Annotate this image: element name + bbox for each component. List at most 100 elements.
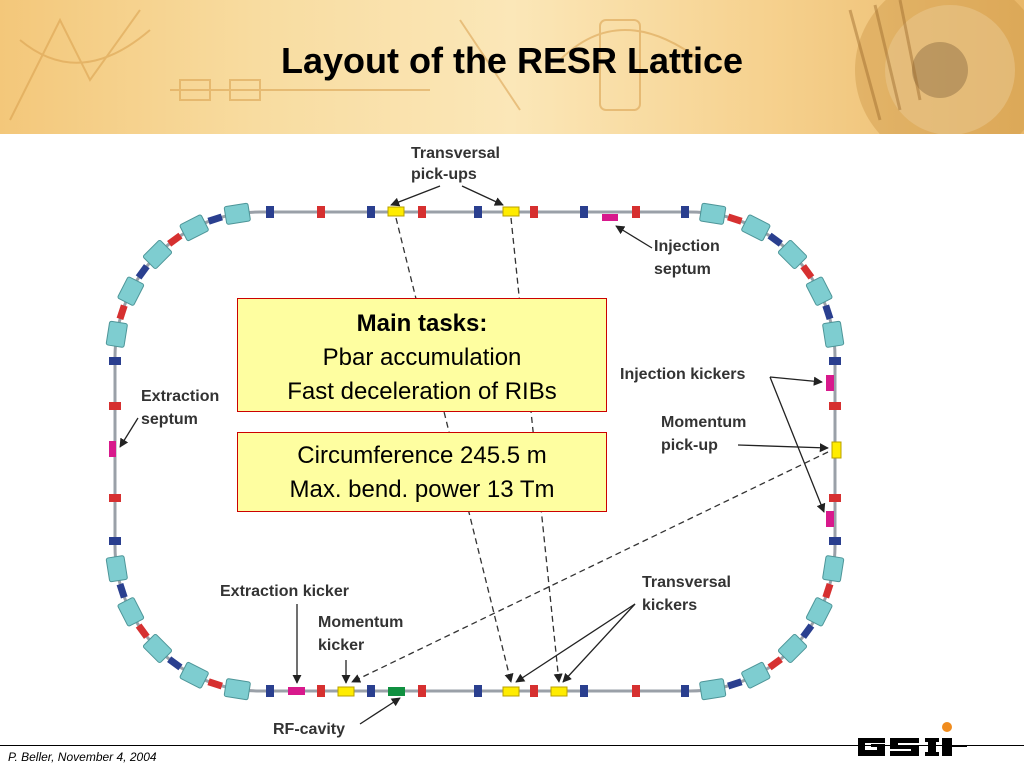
quadrupole-magnet <box>109 537 121 545</box>
quadrupole-magnet <box>116 583 128 599</box>
arrow <box>359 697 401 725</box>
injection-kickers-label: Injection kickers <box>620 366 745 383</box>
dipole-magnet <box>105 320 128 348</box>
dipole-magnet <box>105 555 128 583</box>
main-task-item: Fast deceleration of RIBs <box>287 378 557 405</box>
dipole-magnet <box>223 202 251 225</box>
arrow <box>737 443 829 453</box>
resr-lattice-diagram: Transversal pick-ups Injection septum Ex… <box>105 145 845 738</box>
dipole-magnet <box>117 276 145 306</box>
dipole-magnet <box>117 597 145 627</box>
dipole-magnet <box>805 276 833 306</box>
quadrupole-magnet <box>800 623 815 639</box>
arrow <box>461 185 504 206</box>
label-line: Extraction <box>141 388 219 405</box>
quadrupole-magnet <box>580 685 588 697</box>
label-line: pick-up <box>661 437 718 454</box>
sextupole-magnet <box>530 206 538 218</box>
dipole-magnet <box>822 320 845 348</box>
sextupole-magnet <box>207 678 223 690</box>
label-line: pick-ups <box>411 166 477 183</box>
dipole-magnet <box>699 678 727 701</box>
dipole-magnet <box>777 239 808 270</box>
dipole-magnet <box>223 678 251 701</box>
dipole-magnet <box>805 597 833 627</box>
quadrupole-magnet <box>829 537 841 545</box>
sextupole-magnet <box>418 206 426 218</box>
arc-dipole-magnets <box>105 202 845 701</box>
dipole-magnet <box>822 555 845 583</box>
slide-title: Layout of the RESR Lattice <box>280 40 744 81</box>
quadrupole-magnet <box>266 685 274 697</box>
quadrupole-magnet <box>474 685 482 697</box>
arrow <box>615 225 653 249</box>
injection-kicker <box>826 375 834 391</box>
label-line: septum <box>654 261 711 278</box>
arrow <box>562 603 636 683</box>
main-task-item: Pbar accumulation <box>322 344 522 371</box>
dipole-magnet <box>741 214 771 242</box>
momentum-pickup <box>831 441 842 459</box>
sextupole-magnet <box>767 656 783 671</box>
injection-septum-label: Injection septum <box>654 238 724 278</box>
sextupole-magnet <box>822 583 834 599</box>
sextupole-magnet <box>109 402 121 410</box>
header-banner: Layout of the RESR Lattice <box>0 0 1024 134</box>
quadrupole-magnet <box>167 656 183 671</box>
sextupole-magnet <box>116 304 128 320</box>
header-background-art <box>9 0 1024 134</box>
transversal-kickers-label: Transversal kickers <box>642 574 735 614</box>
arrow <box>390 185 441 207</box>
extraction-septum <box>109 441 116 457</box>
sextupole-magnet <box>530 685 538 697</box>
label-line: Transversal <box>642 574 731 591</box>
sextupole-magnet <box>167 232 183 247</box>
footer-author-date: P. Beller, November 4, 2004 <box>8 750 157 764</box>
quadrupole-magnet <box>580 206 588 218</box>
label-line: septum <box>141 411 198 428</box>
logo-dot <box>942 722 952 732</box>
sextupole-magnet <box>317 685 325 697</box>
rf-cavity <box>388 687 405 696</box>
sextupole-magnet <box>632 206 640 218</box>
circumference-spec: Circumference 245.5 m <box>297 442 547 469</box>
transversal-pickups-label: Transversal pick-ups <box>411 145 504 183</box>
arrow <box>769 376 823 386</box>
main-tasks-heading: Main tasks: <box>356 310 488 337</box>
quadrupole-magnet <box>829 357 841 365</box>
extraction-kicker-label: Extraction kicker <box>220 583 349 600</box>
extraction-septum-label: Extraction septum <box>141 388 224 428</box>
quadrupole-magnet <box>727 678 743 690</box>
quadrupole-magnet <box>109 357 121 365</box>
dipole-magnet <box>741 661 771 689</box>
dipole-magnet <box>777 633 808 664</box>
label-arrows <box>119 185 829 725</box>
label-line: Injection <box>654 238 720 255</box>
label-line: kicker <box>318 637 364 654</box>
injection-kicker <box>826 511 834 527</box>
transversal-pickup <box>387 206 405 217</box>
transversal-kicker <box>550 686 568 697</box>
rf-cavity-label: RF-cavity <box>273 721 345 738</box>
quadrupole-magnet <box>135 264 150 280</box>
dipole-magnet <box>179 661 209 689</box>
label-line: Transversal <box>411 145 500 162</box>
quadrupole-magnet <box>474 206 482 218</box>
arrow <box>769 376 826 513</box>
straight-section-elements <box>109 206 842 697</box>
extraction-kicker <box>288 687 305 695</box>
quadrupole-magnet <box>367 206 375 218</box>
logo-rule <box>952 746 967 747</box>
injection-septum <box>602 214 618 221</box>
quadrupole-magnet <box>367 685 375 697</box>
momentum-kicker <box>337 686 355 697</box>
quadrupole-magnet <box>822 304 834 320</box>
sextupole-magnet <box>418 685 426 697</box>
dipole-magnet <box>179 214 209 242</box>
sextupole-magnet <box>109 494 121 502</box>
specs-box: Circumference 245.5 m Max. bend. power 1… <box>237 432 607 512</box>
transversal-pickup <box>502 206 520 217</box>
sextupole-magnet <box>317 206 325 218</box>
main-tasks-box: Main tasks: Pbar accumulation Fast decel… <box>237 298 607 412</box>
quadrupole-magnet <box>767 232 783 247</box>
